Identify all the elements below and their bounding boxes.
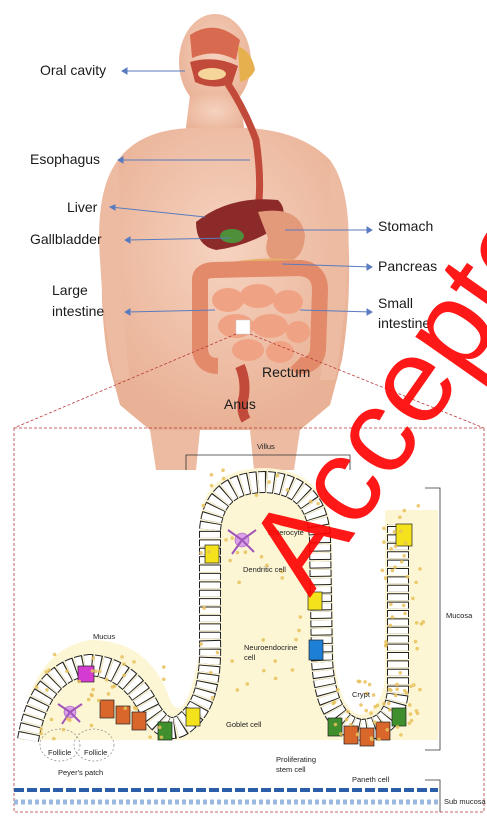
label-large-intestine-2: intestine: [52, 303, 104, 319]
label-rectum: Rectum: [262, 364, 310, 380]
label-proliferating-1: Proliferating: [276, 755, 316, 764]
label-anus: Anus: [224, 396, 256, 412]
label-goblet-cell: Goblet cell: [226, 720, 261, 729]
label-peyers-patch: Peyer's patch: [58, 768, 103, 777]
label-esophagus: Esophagus: [30, 151, 100, 167]
label-neuroendocrine-2: cell: [244, 653, 255, 662]
label-paneth-cell: Paneth cell: [352, 775, 389, 784]
label-dendritic-cell: Dendritic cell: [243, 565, 286, 574]
label-oral-cavity: Oral cavity: [40, 62, 106, 78]
label-small-intestine-2: intestine: [378, 315, 430, 331]
label-liver: Liver: [67, 199, 97, 215]
label-gallbladder: Gallbladder: [30, 231, 102, 247]
label-pancreas: Pancreas: [378, 258, 437, 274]
label-follicle-a: Follicle: [48, 748, 71, 757]
label-neuroendocrine-1: Neuroendocrine: [244, 643, 297, 652]
label-follicle-b: Follicle: [84, 748, 107, 757]
label-large-intestine-1: Large: [52, 282, 88, 298]
label-crypt: Crypt: [352, 690, 370, 699]
label-stomach: Stomach: [378, 218, 433, 234]
label-mucus: Mucus: [93, 632, 115, 641]
label-mucosa: Mucosa: [446, 611, 472, 620]
label-villus: Villus: [257, 442, 275, 451]
label-sub-mucosa: Sub mucosa: [444, 797, 486, 806]
label-small-intestine-1: Small: [378, 295, 413, 311]
label-proliferating-2: stem cell: [276, 765, 306, 774]
label-enterocyte: Enterocyte: [268, 528, 304, 537]
